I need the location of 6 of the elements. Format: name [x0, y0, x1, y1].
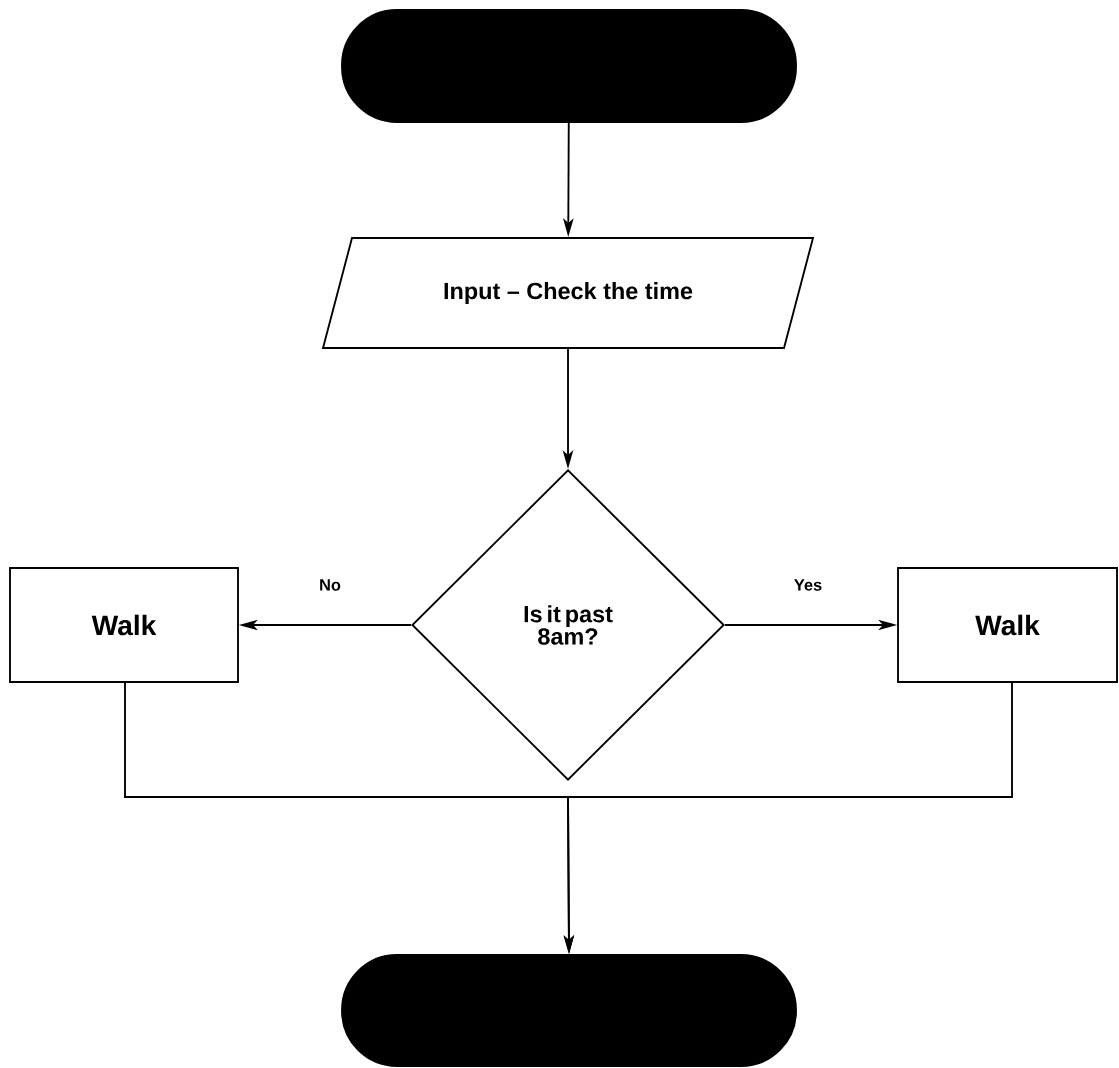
edge-label: No: [317, 578, 343, 592]
process-box: Walk: [9, 567, 239, 683]
edge-label: Yes: [792, 578, 824, 592]
process-box: Walk: [897, 567, 1118, 683]
terminal-box: [341, 954, 797, 1067]
terminal-box: [341, 9, 797, 123]
